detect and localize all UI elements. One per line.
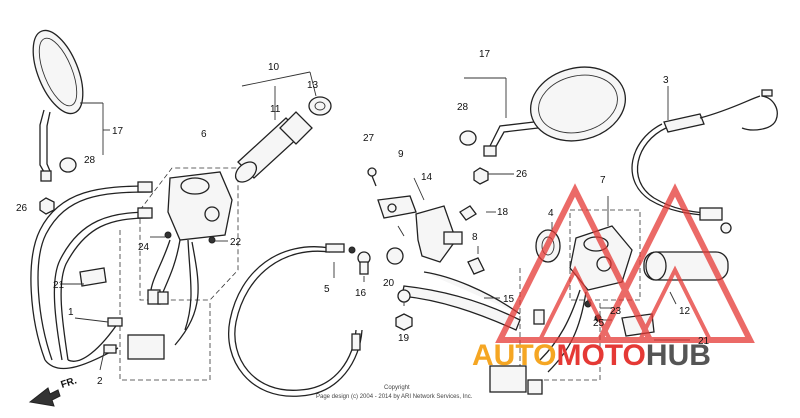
callout-17-left: 17 (112, 126, 124, 137)
callout-1: 1 (68, 307, 74, 318)
watermark-auto: AUTO (472, 339, 556, 372)
left-switch-assembly (119, 167, 239, 381)
callout-25: 25 (593, 318, 605, 329)
front-direction-arrow (28, 387, 61, 407)
callout-labels: 1 2 3 4 5 6 7 8 9 10 11 12 13 14 15 16 1… (16, 49, 710, 387)
callout-22: 22 (230, 237, 242, 248)
callout-12: 12 (679, 306, 691, 317)
watermark-hub: HUB (646, 339, 711, 372)
callout-8: 8 (472, 232, 478, 243)
callout-20: 20 (383, 278, 395, 289)
callout-26-right: 26 (516, 169, 528, 180)
throttle-grip (234, 71, 332, 183)
callout-5: 5 (324, 284, 330, 295)
callout-13: 13 (307, 80, 319, 91)
callout-17-right: 17 (479, 49, 491, 60)
callout-9: 9 (398, 149, 404, 160)
callout-27: 27 (363, 133, 375, 144)
callout-23: 23 (610, 306, 622, 317)
callout-10: 10 (268, 62, 280, 73)
left-mirror (32, 29, 110, 215)
callout-28-right: 28 (457, 102, 469, 113)
callout-11: 11 (270, 104, 281, 115)
watermark-logo-mark (495, 183, 755, 343)
callout-14: 14 (421, 172, 433, 183)
copyright-text: Page design (c) 2004 - 2014 by ARI Netwo… (316, 394, 473, 400)
callout-18: 18 (497, 207, 509, 218)
throttle-cable (228, 243, 363, 397)
callout-4: 4 (548, 208, 554, 219)
callout-21-right: 21 (698, 336, 710, 347)
callout-26-left: 26 (16, 203, 28, 214)
callout-6: 6 (201, 129, 207, 140)
callout-24: 24 (138, 242, 150, 253)
left-control-cables (30, 181, 153, 371)
brake-lever-assembly (357, 167, 521, 331)
callout-19: 19 (398, 333, 410, 344)
callout-16: 16 (355, 288, 367, 299)
callout-2: 2 (97, 376, 103, 387)
watermark-text: AUTOMOTOHUB (472, 339, 711, 372)
right-mirror (459, 66, 627, 185)
callout-21-left: 21 (53, 280, 65, 291)
choke-cable (631, 86, 778, 234)
copyright-title: Copyright (384, 385, 410, 391)
callout-15: 15 (503, 294, 515, 305)
front-label: FR. (60, 375, 79, 391)
callout-7: 7 (600, 175, 606, 186)
callout-3: 3 (663, 75, 669, 86)
watermark-moto: MOTO (556, 339, 645, 372)
callout-28-left: 28 (84, 155, 96, 166)
